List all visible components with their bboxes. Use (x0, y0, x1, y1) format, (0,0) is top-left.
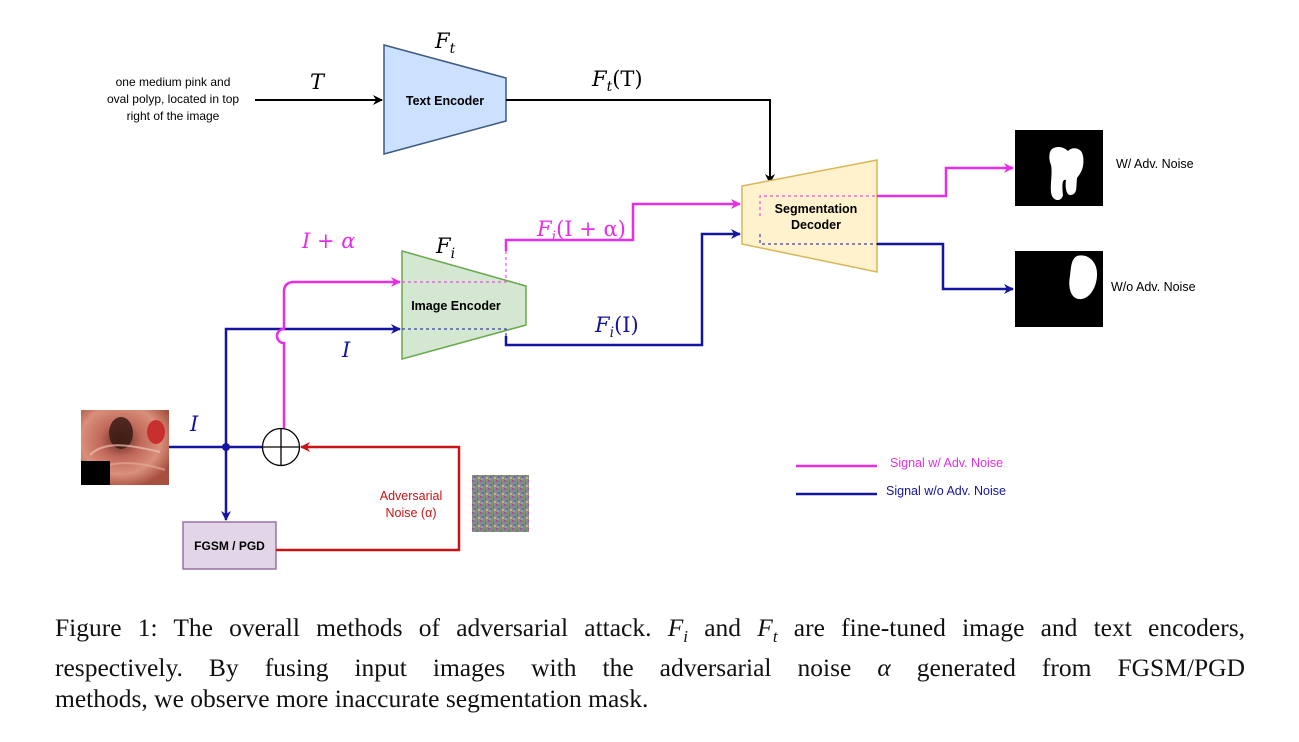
encoder-internal-adv-path (402, 250, 507, 283)
caption-text-2: are fine-tuned image and text encoders, (793, 613, 1246, 642)
caption-text-3: respectively. By fusing input images wit… (55, 653, 852, 683)
input-text-line-1: one medium pink and (116, 75, 231, 89)
text-encoder-label: Text Encoder (406, 94, 484, 108)
encoder-clean-output-arrow (504, 229, 741, 347)
ft-output-arrow (506, 99, 775, 184)
input-text-line-3: right of the image (127, 109, 220, 123)
decoder-internal-adv-path (759, 195, 877, 216)
fgsm-pgd-block: FGSM / PGD (182, 521, 277, 570)
input-text-line-2: oval polyp, located in top (107, 92, 239, 106)
input-text-prompt: one medium pink and oval polyp, located … (107, 75, 239, 123)
legend-adv-label: Signal w/ Adv. Noise (890, 456, 1003, 470)
sum-node (261, 427, 301, 467)
polyp-spot (147, 420, 165, 444)
image-encoder-block: Image Encoder (401, 250, 527, 360)
decoder-label-line-2: Decoder (791, 218, 841, 232)
caption-alpha: α (877, 653, 891, 683)
clean-to-encoder-arrow (224, 324, 401, 447)
caption-line-1: Figure 1: The overall methods of adversa… (55, 612, 1245, 652)
label-I-input: I (189, 412, 199, 436)
label-I-upper: I (341, 338, 351, 362)
caption-Fi: Fi (667, 613, 689, 647)
caption-text-4: generated from FGSM/PGD (916, 653, 1246, 683)
label-FiI: Fi(I) (594, 313, 639, 341)
adversarial-noise-image (472, 475, 529, 532)
caption-line-2: respectively. By fusing input images wit… (55, 652, 1245, 683)
label-T: T (310, 70, 326, 94)
encoder-adv-output-arrow (504, 199, 741, 251)
noise-to-sum-arrow (276, 442, 461, 552)
caption-line-3: methods, we observe more inaccurate segm… (55, 684, 649, 714)
mask-shape-clean (1069, 255, 1098, 300)
label-without-adv-noise: W/o Adv. Noise (1111, 280, 1196, 294)
caption-Ft: Ft (757, 613, 778, 647)
adv-to-encoder-arrow (275, 277, 401, 428)
fgsm-label: FGSM / PGD (194, 539, 265, 553)
label-I-plus-alpha: I + α (301, 229, 355, 253)
adv-noise-label-line-1: Adversarial (380, 489, 443, 503)
segmentation-decoder-block: Segmentation Decoder (741, 159, 878, 273)
decoder-adv-output-arrow (877, 163, 1014, 198)
mask-shape-adv (1049, 146, 1084, 201)
figure-caption: Figure 1: The overall methods of adversa… (55, 612, 1245, 714)
decoder-clean-output-arrow (877, 242, 1014, 294)
caption-and: and (704, 613, 742, 642)
decoder-label-line-1: Segmentation (775, 202, 858, 216)
label-with-adv-noise: W/ Adv. Noise (1116, 157, 1194, 171)
label-FtT: Ft(T) (591, 67, 643, 95)
caption-text-1: Figure 1: The overall methods of adversa… (55, 613, 652, 642)
input-endoscopy-image (81, 410, 169, 485)
label-Fi: Fi (435, 234, 455, 262)
label-FiIa: Fi(I + α) (536, 217, 626, 245)
text-encoder-block: Text Encoder (383, 44, 507, 155)
adv-noise-label-line-2: Noise (α) (386, 506, 437, 520)
legend: Signal w/ Adv. Noise Signal w/o Adv. Noi… (796, 456, 1006, 498)
label-Ft: Ft (434, 29, 456, 57)
legend-clean-label: Signal w/o Adv. Noise (886, 484, 1006, 498)
mask-with-adv-noise (1015, 130, 1103, 206)
mask-without-adv-noise (1015, 251, 1103, 327)
image-encoder-label: Image Encoder (411, 299, 501, 313)
